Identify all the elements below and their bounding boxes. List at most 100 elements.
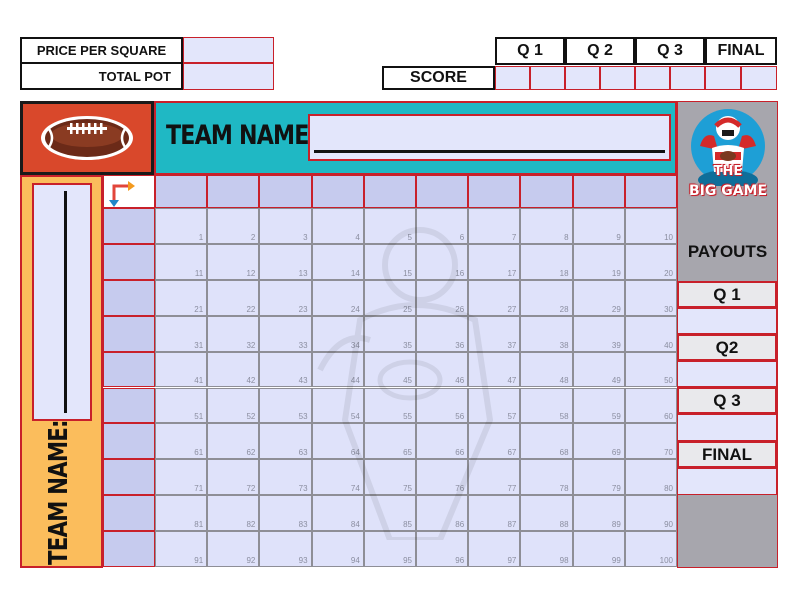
square-cell[interactable]: 28 — [520, 279, 573, 316]
square-cell[interactable]: 26 — [416, 279, 469, 316]
square-cell[interactable]: 58 — [520, 387, 573, 424]
square-cell[interactable]: 48 — [520, 351, 573, 388]
square-cell[interactable]: 61 — [155, 423, 208, 460]
score-cell[interactable] — [495, 66, 530, 90]
row-header-cell[interactable] — [103, 495, 155, 532]
square-cell[interactable]: 2 — [207, 208, 260, 244]
square-cell[interactable]: 17 — [468, 243, 521, 280]
side-team-input[interactable] — [32, 183, 92, 421]
square-cell[interactable]: 11 — [155, 243, 208, 280]
square-cell[interactable]: 57 — [468, 387, 521, 424]
score-cell[interactable] — [565, 66, 600, 90]
square-cell[interactable]: 25 — [363, 279, 416, 316]
score-cell[interactable] — [670, 66, 705, 90]
square-cell[interactable]: 86 — [416, 495, 469, 532]
column-header-cell[interactable] — [572, 175, 625, 208]
square-cell[interactable]: 56 — [416, 387, 469, 424]
square-cell[interactable]: 6 — [416, 208, 469, 244]
square-cell[interactable]: 98 — [520, 531, 573, 567]
square-cell[interactable]: 89 — [572, 495, 625, 532]
square-cell[interactable]: 16 — [416, 243, 469, 280]
square-cell[interactable]: 97 — [468, 531, 521, 567]
square-cell[interactable]: 1 — [155, 208, 208, 244]
square-cell[interactable]: 73 — [259, 459, 312, 496]
column-header-cell[interactable] — [520, 175, 573, 208]
square-cell[interactable]: 12 — [207, 243, 260, 280]
square-cell[interactable]: 72 — [207, 459, 260, 496]
row-header-cell[interactable] — [103, 423, 155, 460]
square-cell[interactable]: 78 — [520, 459, 573, 496]
square-cell[interactable]: 22 — [207, 279, 260, 316]
square-cell[interactable]: 67 — [468, 423, 521, 460]
square-cell[interactable]: 91 — [155, 531, 208, 567]
square-cell[interactable]: 36 — [416, 315, 469, 352]
payout-value-final[interactable] — [677, 468, 777, 495]
score-cell[interactable] — [705, 66, 741, 90]
square-cell[interactable]: 81 — [155, 495, 208, 532]
square-cell[interactable]: 33 — [259, 315, 312, 352]
square-cell[interactable]: 79 — [572, 459, 625, 496]
column-header-cell[interactable] — [155, 175, 208, 208]
row-header-cell[interactable] — [103, 208, 155, 244]
square-cell[interactable]: 82 — [207, 495, 260, 532]
square-cell[interactable]: 40 — [624, 315, 677, 352]
square-cell[interactable]: 87 — [468, 495, 521, 532]
square-cell[interactable]: 96 — [416, 531, 469, 567]
square-cell[interactable]: 94 — [311, 531, 364, 567]
row-header-cell[interactable] — [103, 315, 155, 352]
square-cell[interactable]: 19 — [572, 243, 625, 280]
square-cell[interactable]: 71 — [155, 459, 208, 496]
square-cell[interactable]: 100 — [624, 531, 677, 567]
row-header-cell[interactable] — [103, 531, 155, 567]
square-cell[interactable]: 10 — [624, 208, 677, 244]
square-cell[interactable]: 13 — [259, 243, 312, 280]
square-cell[interactable]: 15 — [363, 243, 416, 280]
square-cell[interactable]: 8 — [520, 208, 573, 244]
row-header-cell[interactable] — [103, 351, 155, 388]
square-cell[interactable]: 92 — [207, 531, 260, 567]
square-cell[interactable]: 27 — [468, 279, 521, 316]
square-cell[interactable]: 66 — [416, 423, 469, 460]
square-cell[interactable]: 49 — [572, 351, 625, 388]
square-cell[interactable]: 29 — [572, 279, 625, 316]
column-header-cell[interactable] — [468, 175, 521, 208]
square-cell[interactable]: 52 — [207, 387, 260, 424]
payout-value-q1[interactable] — [677, 308, 777, 334]
square-cell[interactable]: 34 — [311, 315, 364, 352]
square-cell[interactable]: 77 — [468, 459, 521, 496]
square-cell[interactable]: 85 — [363, 495, 416, 532]
column-header-cell[interactable] — [363, 175, 416, 208]
square-cell[interactable]: 51 — [155, 387, 208, 424]
score-cell[interactable] — [600, 66, 635, 90]
square-cell[interactable]: 59 — [572, 387, 625, 424]
square-cell[interactable]: 14 — [311, 243, 364, 280]
score-cell[interactable] — [741, 66, 777, 90]
square-cell[interactable]: 65 — [363, 423, 416, 460]
square-cell[interactable]: 24 — [311, 279, 364, 316]
square-cell[interactable]: 90 — [624, 495, 677, 532]
square-cell[interactable]: 43 — [259, 351, 312, 388]
square-cell[interactable]: 68 — [520, 423, 573, 460]
square-cell[interactable]: 5 — [363, 208, 416, 244]
square-cell[interactable]: 76 — [416, 459, 469, 496]
square-cell[interactable]: 46 — [416, 351, 469, 388]
square-cell[interactable]: 38 — [520, 315, 573, 352]
square-cell[interactable]: 42 — [207, 351, 260, 388]
square-cell[interactable]: 7 — [468, 208, 521, 244]
square-cell[interactable]: 53 — [259, 387, 312, 424]
square-cell[interactable]: 47 — [468, 351, 521, 388]
square-cell[interactable]: 84 — [311, 495, 364, 532]
square-cell[interactable]: 64 — [311, 423, 364, 460]
square-cell[interactable]: 74 — [311, 459, 364, 496]
square-cell[interactable]: 45 — [363, 351, 416, 388]
total-pot-field[interactable] — [183, 63, 274, 90]
top-team-input[interactable] — [308, 114, 671, 161]
square-cell[interactable]: 75 — [363, 459, 416, 496]
column-header-cell[interactable] — [416, 175, 469, 208]
square-cell[interactable]: 18 — [520, 243, 573, 280]
square-cell[interactable]: 23 — [259, 279, 312, 316]
square-cell[interactable]: 80 — [624, 459, 677, 496]
square-cell[interactable]: 83 — [259, 495, 312, 532]
square-cell[interactable]: 50 — [624, 351, 677, 388]
square-cell[interactable]: 95 — [363, 531, 416, 567]
